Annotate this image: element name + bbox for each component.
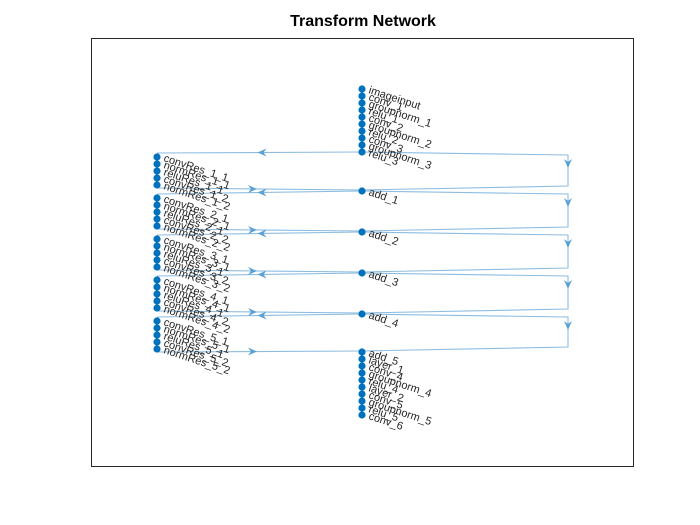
node-relu_3[interactable] [358,148,366,156]
edge-from-block-4 [156,310,363,314]
skip-connection-5 [361,313,569,352]
node-conv_3[interactable] [358,134,366,142]
node-imageinput[interactable] [358,85,366,93]
node-reluRes_5_1[interactable] [153,331,161,339]
node-convRes_2_2[interactable] [153,215,161,223]
node-conv_4[interactable] [358,362,366,370]
node-reluRes_2_1[interactable] [153,208,161,216]
edge-from-block-2 [156,228,363,232]
skip-connection-4 [361,272,569,314]
arrows-layer [248,148,572,356]
arrow-down-icon [564,321,572,330]
node-add_5[interactable] [358,348,366,356]
arrow-down-icon [564,280,572,289]
node-reluRes_1_1[interactable] [153,167,161,175]
node-conv_6[interactable] [358,411,366,419]
node-conv_1[interactable] [358,92,366,100]
skip-connection-2 [361,190,569,232]
node-groupnorm_4[interactable] [358,369,366,377]
skip-connection-3 [361,231,569,273]
arrow-right-icon [248,184,257,193]
node-normRes_5_1[interactable] [153,324,161,332]
nodes-layer [153,85,366,419]
node-convRes_4_1[interactable] [153,276,161,284]
node-reluRes_3_1[interactable] [153,249,161,257]
node-convRes_4_2[interactable] [153,297,161,305]
node-normRes_4_2[interactable] [153,304,161,312]
node-relu_1[interactable] [358,106,366,114]
arrow-left-icon [257,311,267,320]
arrow-down-icon [564,239,572,248]
node-layer_2[interactable] [358,383,366,391]
node-relu_4[interactable] [358,376,366,384]
edge-from-block-3 [156,269,363,273]
node-add_4[interactable] [358,310,366,318]
figure-title: Transform Network [290,13,436,30]
edge-from-block-1 [156,187,363,191]
node-convRes_5_2[interactable] [153,338,161,346]
node-add_3[interactable] [358,269,366,277]
node-conv_5[interactable] [358,390,366,398]
node-groupnorm_2[interactable] [358,120,366,128]
node-convRes_5_1[interactable] [153,317,161,325]
node-normRes_5_2[interactable] [153,345,161,353]
skip-connection-1 [361,151,569,191]
node-normRes_1_2[interactable] [153,181,161,189]
arrow-right-icon [248,225,257,234]
arrow-left-icon [257,148,267,157]
arrow-right-icon [248,307,257,316]
edge-from-block-5 [156,350,363,353]
node-normRes_3_2[interactable] [153,263,161,271]
node-relu_2[interactable] [358,127,366,135]
arrow-left-icon [257,229,267,238]
node-convRes_3_1[interactable] [153,235,161,243]
node-groupnorm_1[interactable] [358,99,366,107]
node-conv_2[interactable] [358,113,366,121]
node-convRes_2_1[interactable] [153,194,161,202]
node-normRes_2_2[interactable] [153,222,161,230]
arrow-right-icon [248,347,257,356]
node-groupnorm_5[interactable] [358,397,366,405]
arrow-left-icon [257,270,267,279]
node-relu_5[interactable] [358,404,366,412]
arrow-left-icon [257,188,267,197]
node-normRes_4_1[interactable] [153,283,161,291]
node-convRes_1_1[interactable] [153,153,161,161]
node-normRes_3_1[interactable] [153,242,161,250]
arrow-down-icon [564,159,572,168]
node-normRes_1_1[interactable] [153,160,161,168]
node-normRes_2_1[interactable] [153,201,161,209]
node-convRes_1_2[interactable] [153,174,161,182]
arrow-right-icon [248,266,257,275]
arrow-down-icon [564,198,572,207]
node-layer_1[interactable] [358,355,366,363]
node-convRes_3_2[interactable] [153,256,161,264]
node-add_1[interactable] [358,187,366,195]
node-reluRes_4_1[interactable] [153,290,161,298]
node-groupnorm_3[interactable] [358,141,366,149]
node-add_2[interactable] [358,228,366,236]
labels-layer: imageinputconv_1groupnorm_1relu_1conv_2g… [162,84,433,432]
